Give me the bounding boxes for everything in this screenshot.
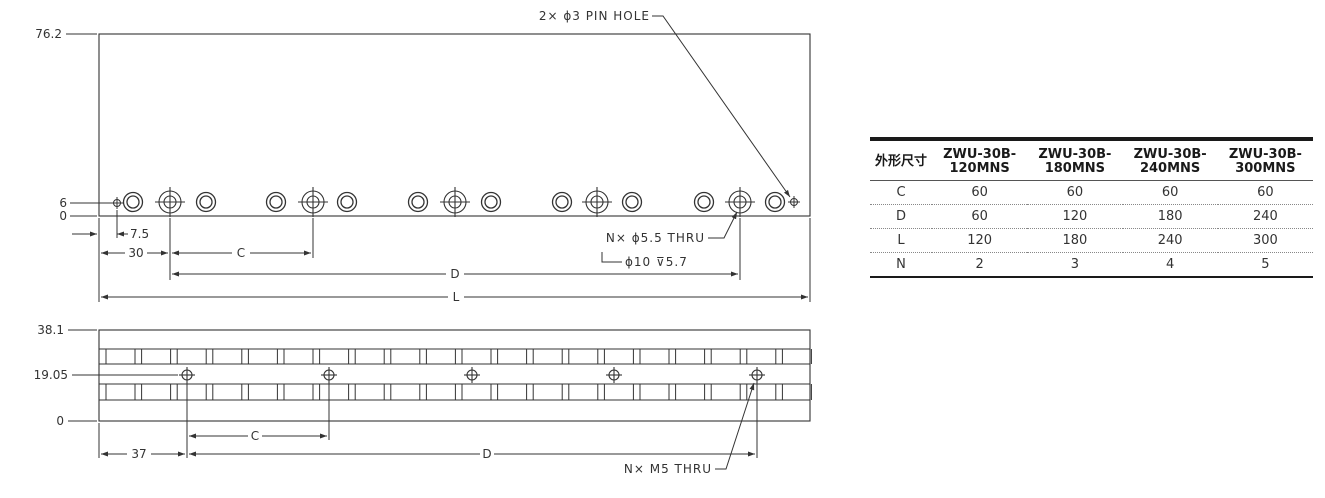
row-label: C [870,180,932,205]
bottom-y-label-top: 38.1 [37,323,64,337]
table-cell: 240 [1122,228,1218,253]
table-cell: 4 [1165,257,1175,272]
table-cell: 300 [1217,228,1313,253]
table-cell: 240 [1217,204,1313,229]
dim-offset: 7.5 [130,227,149,241]
technical-drawing: 76.2 6 0 7.5 30 C D L 2× ϕ3 PIN HOLE N× … [34,9,812,476]
dim-thread-pitch-c: C [251,429,259,443]
bottom-view-outline [98,329,811,422]
top-y-label-top: 76.2 [35,27,62,41]
row-label: L [870,228,932,253]
dim-length-l: L [453,290,460,304]
top-y-label-zero: 0 [59,209,67,223]
rail-teeth [105,349,812,400]
dim-thread-span-d: D [482,447,491,461]
pin-hole-label: 2× ϕ3 PIN HOLE [539,9,650,23]
dim-first-hole: 30 [128,246,143,260]
table-cell: 60 [932,204,1028,229]
spec-corner-header: 外形尺寸 [870,139,932,181]
spec-column-header: ZWU-30B-240MNS [1122,139,1218,181]
table-cell: 60 [1027,180,1123,205]
dim-first-thread: 37 [131,447,146,461]
counterbore-label: ϕ10 ⊽5.7 [625,255,688,269]
pin-hole-right [788,196,800,208]
table-cell: 180 [1122,204,1218,229]
bottom-y-label-zero: 0 [56,414,64,428]
spec-column-header: ZWU-30B-300MNS [1217,139,1313,181]
spec-column-header: ZWU-30B-180MNS [1027,139,1123,181]
top-y-label-pin: 6 [59,196,67,210]
table-row: D 60 120 180 240 [870,204,1313,229]
pin-hole-left [111,197,123,209]
spec-column-header: ZWU-30B-120MNS [932,139,1028,181]
table-cell: 5 [1261,257,1270,272]
table-cell: 3 [1070,257,1080,272]
table-cell: 120 [932,228,1028,253]
thread-label: N× M5 THRU [624,462,712,476]
dim-pitch-c: C [237,246,245,260]
table-cell: 60 [1122,180,1218,205]
table-row: N 2 3 4 5 [870,253,1313,278]
tapped-holes [179,367,765,383]
table-cell: 60 [932,180,1028,205]
counterbore-holes [155,187,755,217]
spec-table: 外形尺寸 ZWU-30B-120MNS ZWU-30B-180MNS ZWU-3… [870,137,1313,278]
row-label: N [896,257,906,272]
screw-heads [122,191,786,213]
table-cell: 2 [975,257,984,272]
table-row: C 60 60 60 60 [870,180,1313,205]
thru-hole-label: N× ϕ5.5 THRU [606,231,705,245]
spec-table-header: 外形尺寸 ZWU-30B-120MNS ZWU-30B-180MNS ZWU-3… [870,139,1313,181]
bottom-y-label-mid: 19.05 [34,368,68,382]
table-cell: 60 [1217,180,1313,205]
table-row: L 120 180 240 300 [870,228,1313,253]
top-view [66,15,811,302]
bottom-view [68,329,811,422]
row-label: D [870,204,932,229]
table-cell: 120 [1027,204,1123,229]
table-cell: 180 [1027,228,1123,253]
dim-span-d: D [450,267,459,281]
